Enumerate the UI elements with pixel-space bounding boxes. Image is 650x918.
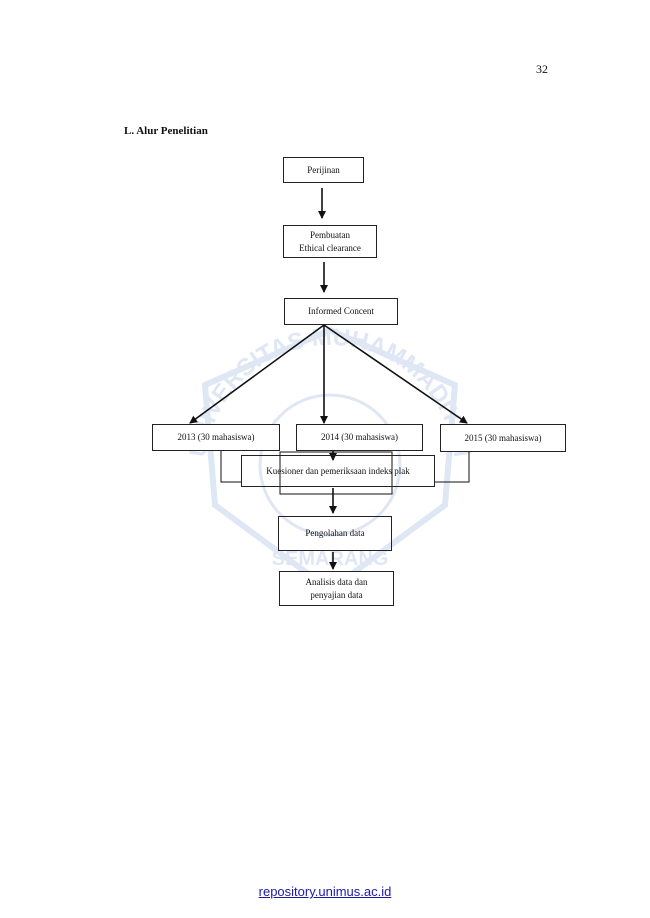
box-kuesioner: Kuesioner dan pemeriksaan indeks plak — [241, 455, 435, 487]
box-pembuatan-label-line2: Ethical clearance — [299, 242, 361, 253]
box-informed-concent: Informed Concent — [284, 298, 398, 325]
box-kuesioner-label: Kuesioner dan pemeriksaan indeks plak — [266, 465, 410, 476]
connector-2015-bracket — [435, 452, 470, 483]
arrow-consent-to-2015 — [323, 324, 468, 424]
connector-2014-inner-box — [279, 451, 393, 495]
watermark-inner-ring — [258, 393, 402, 537]
box-cohort-2013-label: 2013 (30 mahasiswa) — [177, 432, 255, 443]
box-pengolahan-label: Pengolahan data — [305, 528, 365, 539]
box-pengolahan-data: Pengolahan data — [278, 516, 392, 551]
box-pembuatan-ethical-clearance: Pembuatan Ethical clearance — [283, 225, 377, 258]
section-heading: L. Alur Penelitian — [124, 125, 208, 137]
box-cohort-2015-label: 2015 (30 mahasiswa) — [464, 432, 542, 443]
box-pembuatan-label-line1: Pembuatan — [310, 230, 350, 241]
box-cohort-2014-label: 2014 (30 mahasiswa) — [321, 432, 398, 443]
box-cohort-2015: 2015 (30 mahasiswa) — [440, 424, 566, 452]
box-analisis-label-line1: Analisis data dan — [305, 577, 368, 588]
box-cohort-2013: 2013 (30 mahasiswa) — [152, 424, 280, 451]
watermark-bottom-text: SEMARANG — [272, 548, 389, 570]
box-perijinan: Perijinan — [283, 157, 364, 183]
box-analisis-label-line2: penyajian data — [310, 589, 363, 600]
box-cohort-2014: 2014 (30 mahasiswa) — [296, 424, 423, 451]
page-number: 32 — [536, 62, 548, 76]
arrow-consent-to-2013 — [189, 324, 325, 424]
box-perijinan-label: Perijinan — [307, 164, 340, 175]
box-analisis-data: Analisis data dan penyajian data — [279, 571, 394, 606]
connector-2013-bracket — [220, 451, 241, 483]
repository-link[interactable]: repository.unimus.ac.id — [258, 884, 392, 899]
box-informed-concent-label: Informed Concent — [308, 306, 374, 317]
